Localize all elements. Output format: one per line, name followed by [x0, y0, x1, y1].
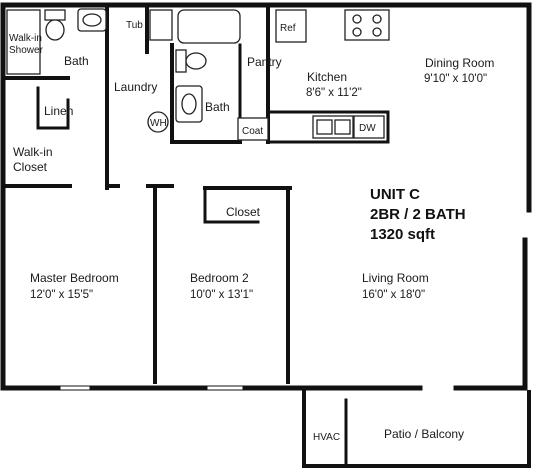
hvac-label: HVAC — [313, 432, 340, 443]
walk-in-shower-label: Walk-in — [9, 33, 42, 44]
burner-icon — [372, 27, 382, 37]
toilet-tank-icon — [44, 9, 66, 21]
walk-in-closet-label: Walk-in — [13, 145, 53, 159]
master-bedroom-label: Master Bedroom — [30, 271, 119, 285]
walk-in-closet-label-2: Closet — [13, 160, 48, 174]
exterior-wall-north-east — [0, 2, 532, 213]
patio-wall — [302, 390, 531, 468]
coat-label: Coat — [242, 126, 263, 137]
wall-linen — [36, 86, 70, 130]
kitchen-label: Kitchen — [307, 70, 347, 84]
toilet-icon — [45, 19, 65, 41]
closet-label: Closet — [226, 205, 261, 219]
burner-icon — [352, 14, 362, 24]
walk-in-shower-label-2: Shower — [9, 45, 44, 56]
master-bath-label: Bath — [64, 54, 89, 68]
pantry-label: Pantry — [247, 55, 282, 69]
water-heater-label: WH — [150, 118, 167, 129]
dishwasher-icon — [353, 115, 385, 139]
fixtures — [6, 8, 390, 141]
patio-label: Patio / Balcony — [384, 427, 464, 441]
master-bedroom-dims: 12'0" x 15'5" — [30, 289, 93, 301]
dining-room-label: Dining Room — [425, 56, 494, 70]
stove-icon — [344, 9, 390, 41]
exterior-wall-east — [453, 237, 528, 391]
toilet2-icon — [185, 52, 207, 70]
unit-layout: 2BR / 2 BATH — [370, 206, 466, 223]
sink2-icon — [181, 93, 197, 115]
dishwasher-label: DW — [359, 123, 376, 134]
sink-icon — [82, 13, 102, 27]
living-room-label: Living Room — [362, 271, 429, 285]
second-bath-label: Bath — [205, 100, 230, 114]
laundry-label: Laundry — [114, 80, 157, 94]
bedroom-2-dims: 10'0" x 13'1" — [190, 289, 253, 301]
sink-basin-icon — [316, 119, 333, 135]
coat-closet-icon — [237, 117, 269, 141]
bedroom-2-label: Bedroom 2 — [190, 271, 249, 285]
exterior-wall-west — [0, 2, 61, 391]
unit-name: UNIT C — [370, 186, 420, 203]
tub-end-icon — [149, 9, 173, 41]
unit-area: 1320 sqft — [370, 226, 435, 243]
sink-basin-icon — [334, 119, 351, 135]
water-heater-icon — [147, 111, 169, 133]
tub-label: Tub — [126, 20, 143, 31]
ref-label: Ref — [280, 23, 296, 34]
living-room-dims: 16'0" x 18'0" — [362, 289, 425, 301]
burner-icon — [352, 27, 362, 37]
labels: Walk-in Shower Bath Tub Ref Pantry Kitch… — [9, 20, 494, 443]
shower-icon — [6, 9, 41, 75]
kitchen-dims: 8'6" x 11'2" — [306, 87, 362, 99]
burner-icon — [372, 14, 382, 24]
refrigerator-icon — [275, 9, 307, 43]
linen-label: Linen — [44, 104, 73, 118]
dining-room-dims: 9'10" x 10'0" — [424, 73, 487, 85]
walls — [0, 2, 532, 468]
toilet2-tank-icon — [175, 49, 187, 73]
wall-closet-bedroom2 — [203, 186, 260, 224]
tub-icon — [177, 9, 241, 44]
